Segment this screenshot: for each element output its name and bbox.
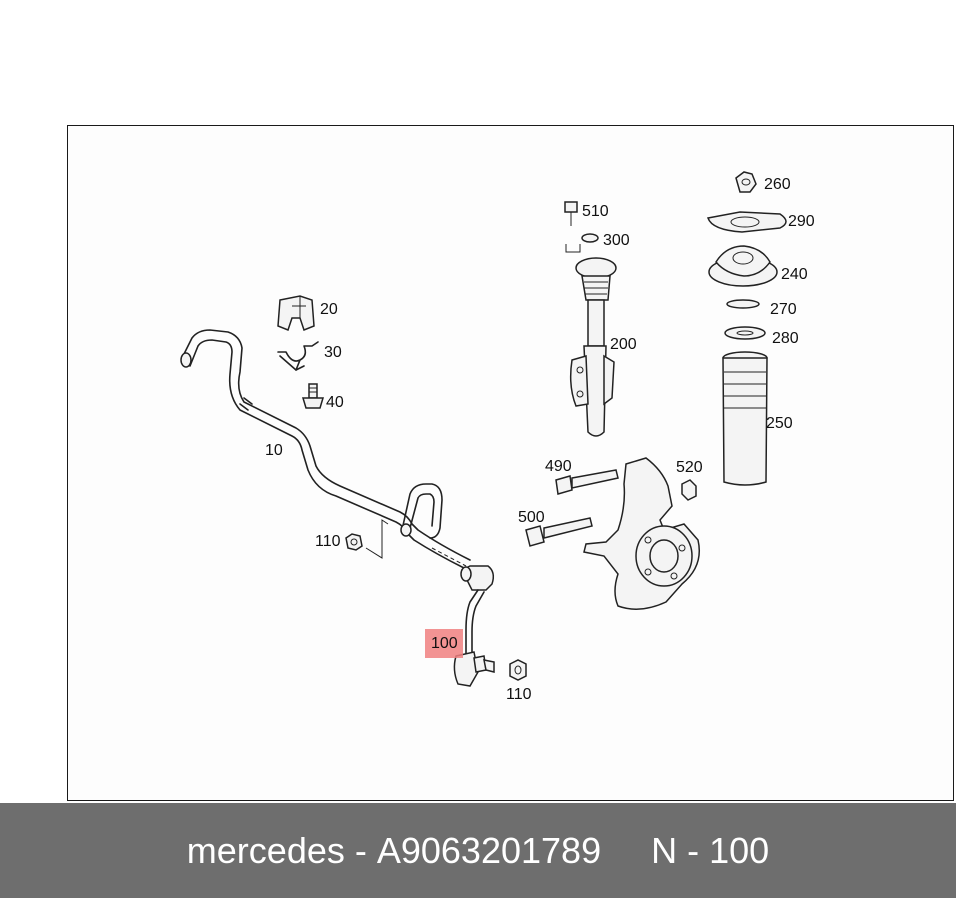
label-part-100: 100 xyxy=(431,635,458,652)
label-part-250: 250 xyxy=(766,415,793,432)
mount-parts-drawing xyxy=(707,171,787,486)
footer-separator: - xyxy=(344,829,377,871)
footer-brand: mercedes xyxy=(186,829,345,871)
label-part-110-right: 110 xyxy=(506,686,532,703)
footer-position-separator: - xyxy=(677,829,710,871)
label-part-200: 200 xyxy=(610,336,637,353)
label-part-500: 500 xyxy=(518,509,545,526)
stabilizer-bar-drawing xyxy=(180,329,471,569)
label-part-270: 270 xyxy=(770,301,797,318)
label-part-110-left: 110 xyxy=(315,533,341,550)
footer-part-number: A9063201789 xyxy=(376,829,602,871)
label-part-30: 30 xyxy=(324,344,342,361)
highlight-box xyxy=(425,629,463,658)
label-part-20: 20 xyxy=(320,301,338,318)
bracket-drawing xyxy=(277,341,319,371)
strut-drawing xyxy=(564,201,617,437)
label-part-240: 240 xyxy=(781,266,808,283)
knuckle-drawing xyxy=(525,457,700,610)
footer-gap xyxy=(601,830,651,872)
label-part-280: 280 xyxy=(772,330,799,347)
label-part-510: 510 xyxy=(582,203,609,220)
footer-position: 100 xyxy=(709,829,770,871)
label-part-40: 40 xyxy=(326,394,344,411)
label-part-520: 520 xyxy=(676,459,703,476)
label-part-290: 290 xyxy=(788,213,815,230)
diagram-frame xyxy=(67,125,954,801)
nut-110-left-drawing xyxy=(345,519,389,559)
footer-caption: mercedes - A9063201789 N - 100 xyxy=(0,803,956,898)
label-part-490: 490 xyxy=(545,458,572,475)
label-part-300: 300 xyxy=(603,232,630,249)
footer-position-prefix: N xyxy=(651,829,678,871)
bolt-40-drawing xyxy=(301,383,325,409)
label-part-260: 260 xyxy=(764,176,791,193)
label-part-10: 10 xyxy=(265,442,283,459)
stabilizer-link-drawing xyxy=(453,565,527,687)
bushing-drawing xyxy=(277,295,315,331)
